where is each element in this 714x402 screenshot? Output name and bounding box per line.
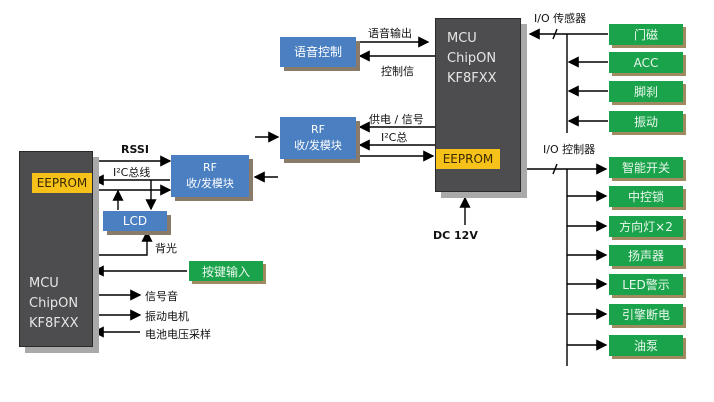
label-voice-output: 语音输出 [368, 27, 412, 40]
sensor-foot-brake: 脚刹 [609, 81, 683, 102]
label-io-sensors: I/O 传感器 [534, 12, 587, 25]
label-io-controllers: I/O 控制器 [543, 143, 596, 156]
label-i2c-bus: I²C总线 [113, 166, 151, 179]
label-battery-sampling: 电池电压采样 [145, 328, 211, 341]
remote-rf-module: RF 收/发模块 [171, 155, 249, 197]
voice-control-module: 语音控制 [280, 37, 356, 67]
label-i2c-vehicle: I²C总 [381, 131, 408, 144]
controller-speaker: 扬声器 [609, 245, 683, 266]
key-input-block: 按键输入 [189, 261, 263, 281]
lcd-module: LCD [103, 211, 167, 231]
remote-mcu: EEPROM MCU ChipON KF8FXX [19, 151, 93, 347]
label-backlight: 背光 [155, 242, 177, 255]
controller-central-lock: 中控锁 [609, 186, 683, 207]
controller-fuel-pump: 油泵 [609, 335, 683, 356]
sensor-acc: ACC [609, 52, 683, 73]
controller-led-warning: LED警示 [609, 274, 683, 295]
label-power-signal: 供电 / 信号 [369, 113, 424, 126]
remote-eeprom: EEPROM [32, 173, 92, 193]
wire-backlight [92, 230, 153, 256]
label-dc-12v: DC 12V [433, 229, 478, 242]
vehicle-rf-module: RF 收/发模块 [280, 117, 356, 159]
controller-engine-cutoff: 引擎断电 [609, 304, 683, 325]
label-signal-tone: 信号音 [145, 290, 178, 303]
label-control-signal: 控制信 [381, 65, 414, 78]
label-vibration-motor: 振动电机 [145, 310, 189, 323]
remote-mcu-label: MCU ChipON KF8FXX [29, 276, 79, 331]
sensor-door-magnet: 门磁 [609, 24, 683, 45]
label-rssi: RSSI [121, 143, 149, 156]
vehicle-mcu-label: MCU ChipON KF8FXX [447, 31, 497, 86]
controller-smart-switch: 智能开关 [609, 157, 683, 178]
sensor-vibration: 振动 [609, 111, 683, 132]
vehicle-mcu: MCU ChipON KF8FXX EEPROM [435, 18, 521, 192]
vehicle-eeprom: EEPROM [436, 149, 500, 169]
controller-turn-signals: 方向灯×2 [609, 216, 683, 237]
